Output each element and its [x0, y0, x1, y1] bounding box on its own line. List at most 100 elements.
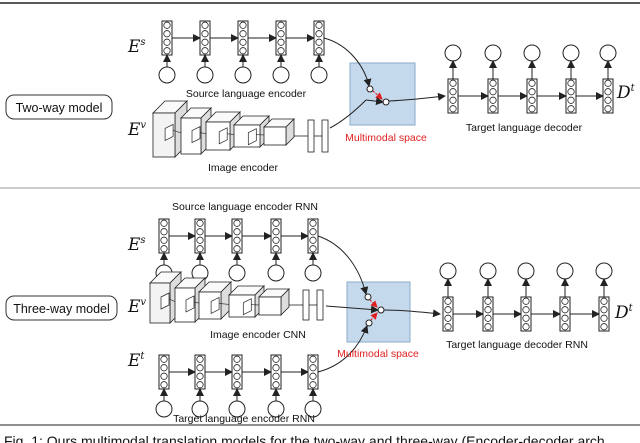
rnn-unit	[272, 219, 280, 227]
rnn-unit	[484, 306, 492, 314]
multimodal-space-box	[349, 62, 416, 126]
rnn-unit	[233, 236, 241, 244]
rnn-unit	[522, 314, 530, 322]
conv-kernel	[160, 292, 170, 310]
source-embedding-node	[364, 293, 372, 301]
image-to-space-curve	[329, 99, 367, 129]
rnn-unit	[567, 88, 575, 96]
rnn-unit	[272, 228, 280, 236]
image-encoder-symbol: Ev	[127, 120, 146, 140]
conv-kernel	[191, 126, 201, 144]
word-node	[439, 262, 457, 280]
source-encoder-symbol: Es	[127, 235, 146, 255]
rnn-unit	[561, 306, 569, 314]
rnn-unit	[201, 47, 209, 55]
rnn-unit	[528, 88, 536, 96]
image-encoder-label: Image encoder CNN	[210, 329, 306, 341]
rnn-unit	[196, 245, 204, 253]
rnn-unit	[309, 228, 317, 236]
rnn-unit	[309, 372, 317, 380]
rnn-unit	[233, 219, 241, 227]
image-embedding-node	[382, 98, 390, 106]
rnn-unit	[272, 355, 280, 363]
fc-layer	[321, 119, 329, 153]
source-encoder-symbol: Es	[127, 37, 146, 57]
rnn-unit	[233, 364, 241, 372]
multimodal-space-label: Multimodal space	[337, 348, 419, 360]
conv-kernel	[218, 127, 228, 145]
rnn-unit	[604, 88, 612, 96]
rnn-unit	[201, 38, 209, 46]
rnn-unit	[444, 306, 452, 314]
rnn-unit	[444, 297, 452, 305]
word-node	[304, 264, 322, 282]
feature-map-front	[180, 117, 202, 155]
rnn-unit	[277, 47, 285, 55]
rnn-unit	[233, 355, 241, 363]
rnn-unit	[277, 21, 285, 29]
word-node	[523, 44, 541, 62]
rnn-unit	[272, 364, 280, 372]
rnn-unit	[449, 96, 457, 104]
multimodal-space-box	[346, 281, 411, 343]
decoder-symbol: Dt	[614, 303, 634, 323]
rnn-unit	[160, 228, 168, 236]
three-way-model-label: Three-way model	[13, 302, 110, 316]
image-to-space-arrow	[365, 97, 384, 106]
rnn-unit	[309, 355, 317, 363]
rnn-unit	[196, 228, 204, 236]
rnn-unit	[196, 355, 204, 363]
rnn-unit	[160, 364, 168, 372]
target-decoder-rnn	[439, 262, 613, 332]
target-decoder-rnn	[444, 44, 617, 114]
rnn-unit	[489, 88, 497, 96]
rnn-unit	[239, 30, 247, 38]
rnn-unit	[449, 79, 457, 87]
fc-layer	[316, 289, 324, 321]
rnn-unit	[561, 297, 569, 305]
rnn-unit	[315, 47, 323, 55]
three-way-model-box	[5, 295, 118, 321]
word-node	[272, 66, 290, 84]
feature-map-front	[263, 126, 287, 146]
rnn-unit	[309, 364, 317, 372]
rnn-unit	[567, 79, 575, 87]
rnn-unit	[604, 79, 612, 87]
fc-layer	[307, 119, 315, 153]
rnn-unit	[561, 323, 569, 331]
rnn-unit	[160, 236, 168, 244]
feature-map-front	[198, 291, 222, 320]
rnn-unit	[196, 236, 204, 244]
rnn-unit	[160, 372, 168, 380]
rnn-unit	[163, 21, 171, 29]
rnn-unit	[239, 47, 247, 55]
decoder-symbol: Dt	[616, 83, 636, 103]
rnn-unit	[160, 355, 168, 363]
word-node	[595, 262, 613, 280]
rnn-unit	[277, 30, 285, 38]
rnn-unit	[309, 245, 317, 253]
rnn-unit	[528, 105, 536, 113]
rnn-unit	[233, 381, 241, 389]
word-node	[310, 66, 328, 84]
word-node	[155, 400, 173, 418]
target-encoder-label: Target language encoder RNN	[173, 413, 315, 425]
source-to-space-arrow	[323, 37, 372, 87]
rnn-unit	[600, 306, 608, 314]
word-node	[158, 66, 176, 84]
rnn-unit	[528, 79, 536, 87]
rnn-unit	[449, 88, 457, 96]
alignment-arrow-bottom	[370, 312, 378, 321]
rnn-unit	[277, 38, 285, 46]
rnn-unit	[484, 323, 492, 331]
rnn-unit	[600, 323, 608, 331]
rnn-unit	[233, 245, 241, 253]
rnn-unit	[239, 21, 247, 29]
image-encoder-cnn	[149, 271, 324, 324]
rnn-unit	[160, 245, 168, 253]
rnn-unit	[272, 236, 280, 244]
rnn-unit	[309, 219, 317, 227]
word-node	[479, 262, 497, 280]
rnn-unit	[528, 96, 536, 104]
rnn-unit	[604, 105, 612, 113]
